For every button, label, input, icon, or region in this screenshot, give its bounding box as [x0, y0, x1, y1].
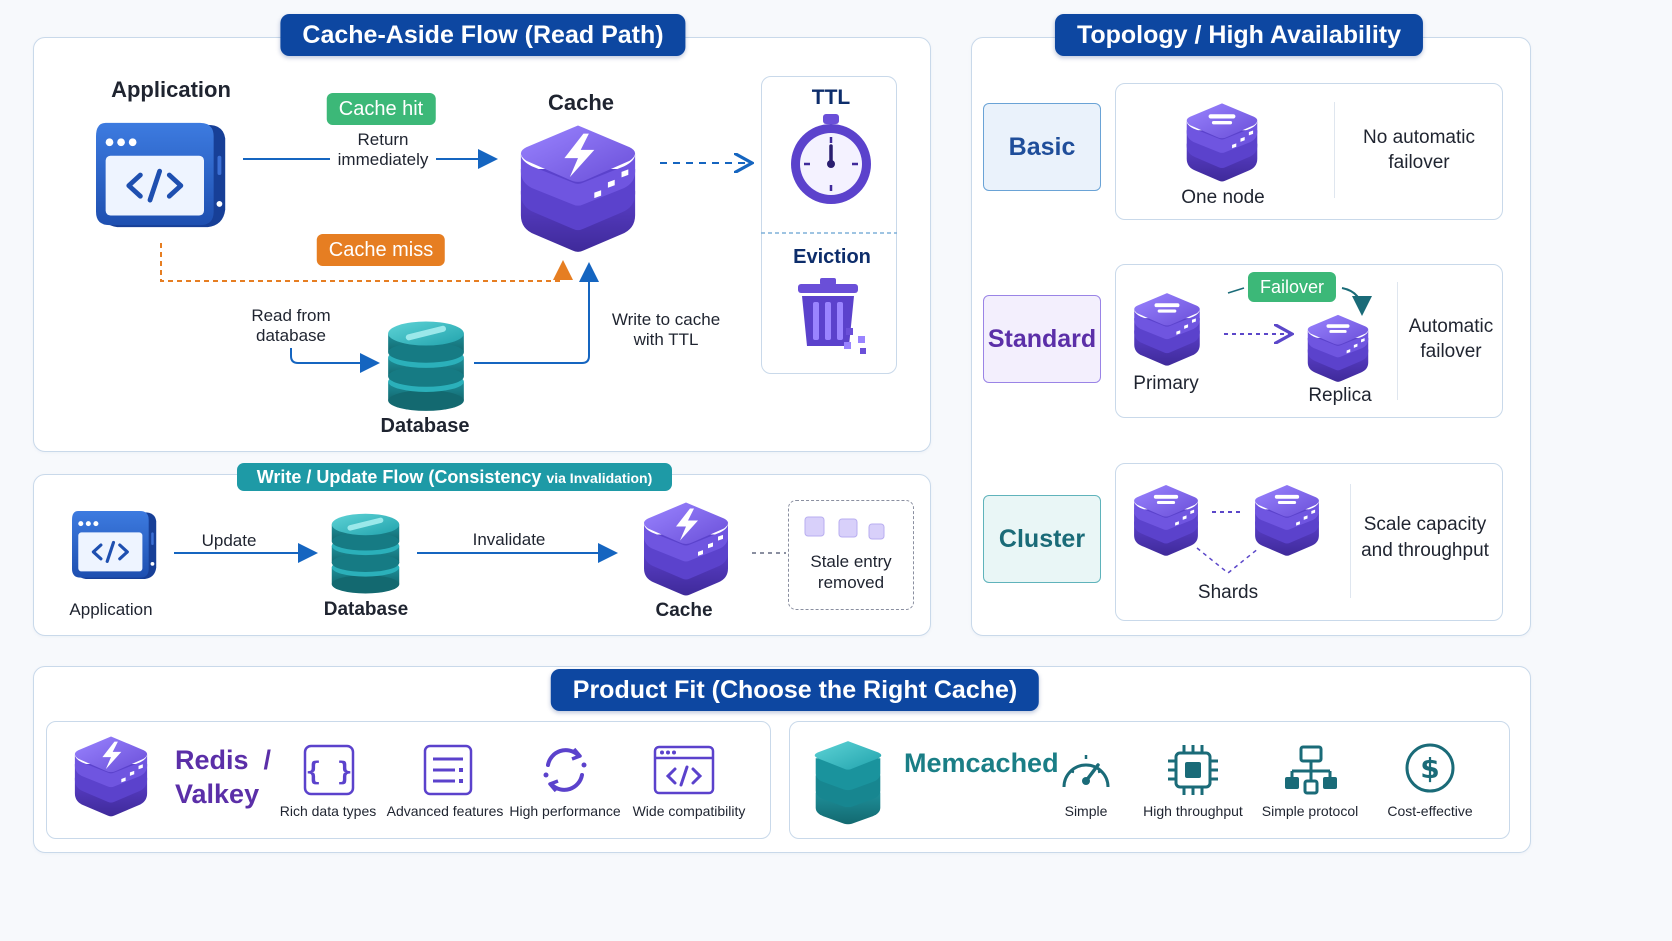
write-ttl-line1: Write to cache [611, 310, 721, 329]
shards-label: Shards [1197, 582, 1259, 603]
cache-hit-tag: Cache hit [326, 93, 436, 125]
refresh-cycle-icon [543, 747, 587, 793]
read-db-line1: Read from [251, 306, 331, 325]
basic-desc-line2: failover [1388, 152, 1450, 173]
failover-curve-arrow [1341, 287, 1372, 316]
svg-text:$: $ [1420, 752, 1439, 785]
cluster-desc-line2: and throughput [1361, 540, 1489, 561]
trash-icon [798, 278, 866, 354]
redis-logo-icon [67, 733, 155, 819]
read-database-label: Database [380, 415, 470, 437]
dollar-icon: $ [1405, 743, 1455, 793]
write-ttl-line2: with TTL [633, 330, 699, 349]
product-fit-title: Product Fit (Choose the Right Cache) [550, 669, 1040, 711]
shard2-node-icon [1249, 482, 1325, 558]
shard1-node-icon [1128, 482, 1204, 558]
read-db-arrow [290, 348, 380, 373]
memcached-feature-4-label: Cost-effective [1387, 803, 1473, 819]
invalidate-label: Invalidate [472, 530, 546, 549]
return-line2: immediately [337, 150, 429, 169]
basic-card [1115, 83, 1503, 220]
cluster-divider [1350, 484, 1351, 598]
stale-line1: Stale entry [810, 552, 892, 571]
write-cache-label: Cache [655, 600, 713, 621]
tier-standard-button[interactable]: Standard [983, 295, 1101, 383]
tier-basic-button[interactable]: Basic [983, 103, 1101, 191]
basic-node-icon [1180, 100, 1264, 184]
ttl-divider [761, 232, 897, 234]
cluster-desc-line1: Scale capacity [1363, 514, 1487, 535]
stopwatch-icon [791, 114, 871, 204]
primary-node-icon [1128, 290, 1206, 368]
failover-tag: Failover [1247, 272, 1337, 302]
standard-divider [1397, 282, 1398, 400]
read-cache-label: Cache [547, 90, 615, 115]
read-flow-title: Cache-Aside Flow (Read Path) [280, 14, 686, 56]
write-flow-title-small: via Invalidation) [546, 470, 653, 486]
code-window-icon [653, 745, 715, 795]
cache-miss-tag: Cache miss [316, 234, 446, 266]
redis-name-line1: Redis / [175, 745, 272, 775]
replica-label: Replica [1308, 385, 1372, 406]
primary-label: Primary [1133, 373, 1199, 394]
basic-desc-line1: No automatic [1363, 127, 1475, 148]
topology-title: Topology / High Availability [1054, 14, 1424, 56]
write-cache-arrow [474, 262, 599, 364]
write-application-label: Application [69, 600, 153, 619]
redis-feature-4-label: Wide compatibility [632, 803, 746, 819]
return-line1: Return [357, 130, 409, 149]
basic-node-label: One node [1181, 187, 1265, 208]
write-database-label: Database [323, 599, 409, 620]
redis-card [46, 721, 771, 839]
gauge-icon [1062, 755, 1110, 788]
memcached-card [789, 721, 1510, 839]
memcached-logo-icon [814, 741, 882, 825]
braces-icon: { } [303, 744, 355, 796]
ttl-label: TTL [811, 86, 851, 109]
standard-desc-line2: failover [1420, 341, 1482, 362]
svg-text:{ }: { } [306, 757, 353, 787]
standard-desc-line1: Automatic [1408, 316, 1494, 337]
basic-divider [1334, 102, 1335, 198]
shard-v-link [1196, 547, 1260, 574]
stale-entry-box [788, 500, 914, 610]
stale-line2: removed [817, 573, 885, 592]
write-flow-title-main: Write / Update Flow (Consistency [256, 467, 542, 487]
failover-left-tail [1227, 287, 1245, 294]
stale-squares-icon [804, 516, 885, 540]
redis-feature-2-label: Advanced features [386, 803, 504, 819]
memcached-feature-1-label: Simple [1064, 803, 1108, 819]
network-icon [1285, 745, 1337, 795]
write-cache-icon [636, 497, 736, 600]
write-flow-title: Write / Update Flow (Consistency via Inv… [237, 463, 672, 491]
memcached-feature-3-label: Simple protocol [1261, 803, 1359, 819]
replica-node-icon [1299, 312, 1377, 384]
cache-icon [510, 118, 646, 258]
write-flow-panel [33, 474, 931, 636]
miss-dashed-path [160, 243, 573, 282]
memcached-name: Memcached [904, 748, 1059, 778]
tier-cluster-button[interactable]: Cluster [983, 495, 1101, 583]
redis-name-line2: Valkey [175, 779, 260, 809]
redis-feature-1-label: Rich data types [279, 803, 377, 819]
eviction-label: Eviction [793, 246, 871, 268]
read-application-label: Application [111, 77, 231, 102]
read-db-line2: database [256, 326, 326, 345]
chip-icon [1168, 745, 1218, 795]
update-label: Update [201, 531, 257, 550]
memcached-feature-2-label: High throughput [1143, 803, 1243, 819]
list-document-icon [423, 744, 473, 796]
redis-feature-3-label: High performance [509, 803, 621, 819]
